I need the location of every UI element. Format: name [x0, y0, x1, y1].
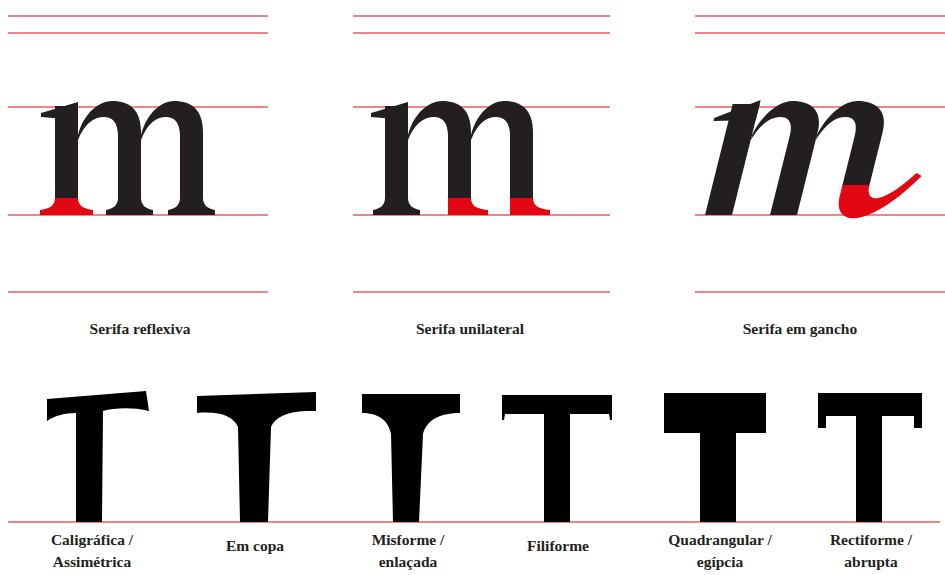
m-foot-serif	[106, 198, 153, 215]
serif-style-caption: Misforme / enlaçada	[348, 529, 468, 573]
guide-line	[8, 292, 268, 293]
guide-line	[8, 107, 268, 108]
m-top-serif	[371, 102, 408, 120]
m-arch	[732, 101, 825, 215]
serif-style-caption: Em copa	[195, 535, 315, 557]
guide-line	[695, 292, 945, 293]
m-foot-serif	[168, 198, 215, 215]
serif-style-caption: Rectiforme / abrupta	[809, 529, 933, 573]
m-top-serif	[41, 102, 78, 120]
serif-type-caption: Serifa em gancho	[700, 318, 900, 340]
t-glyphs	[47, 391, 922, 522]
highlight-serif	[834, 173, 922, 218]
m-arch	[78, 101, 141, 215]
guide-lines	[8, 16, 945, 522]
baseline	[8, 522, 940, 523]
italic-m	[689, 100, 940, 218]
guide-line	[8, 33, 268, 34]
m-stem	[705, 104, 760, 215]
m-foot-serif	[373, 198, 420, 215]
m-arch	[804, 101, 890, 186]
t-abrupt	[818, 393, 922, 522]
t-slab	[664, 393, 766, 522]
highlight-serif	[40, 198, 93, 215]
serif-type-caption: Serifa reflexiva	[40, 318, 240, 340]
highlight-serif	[448, 198, 488, 215]
highlight-serif	[510, 198, 550, 215]
t-calligraphic	[47, 391, 149, 522]
serif-style-caption: Caligráfica / Assimétrica	[32, 529, 152, 573]
serif-style-caption: Filiforme	[498, 535, 618, 557]
t-flared	[362, 394, 460, 522]
m-arch	[408, 101, 471, 215]
m-arch	[141, 101, 203, 215]
t-cup	[197, 392, 316, 522]
serif-type-caption: Serifa unilateral	[370, 318, 570, 340]
glyph-group	[40, 100, 941, 218]
guide-line	[353, 292, 610, 293]
serif-style-caption: Quadrangular / egípcia	[657, 529, 783, 573]
m-entry-stroke	[713, 100, 760, 121]
guide-line	[8, 16, 268, 17]
t-hairline	[502, 395, 612, 522]
guide-line	[695, 215, 945, 216]
m-arch	[471, 101, 533, 215]
guide-line	[695, 16, 945, 17]
guide-line	[353, 16, 610, 17]
guide-line	[695, 33, 945, 34]
guide-line	[353, 33, 610, 34]
